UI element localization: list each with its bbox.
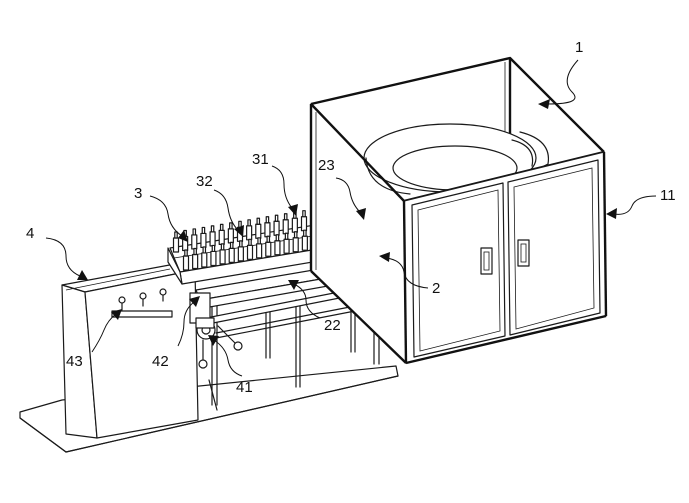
label-1-text: 1 bbox=[575, 39, 583, 56]
label-31: 31 bbox=[252, 151, 298, 216]
label-3-text: 3 bbox=[134, 185, 142, 202]
label-4-text: 4 bbox=[26, 225, 34, 242]
label-31-text: 31 bbox=[252, 151, 269, 168]
vial-icon bbox=[172, 231, 180, 253]
label-41: 41 bbox=[208, 335, 253, 396]
enclosure-cabinet bbox=[309, 56, 608, 365]
vial-icon bbox=[210, 244, 217, 267]
collection-box bbox=[61, 263, 199, 439]
label-32: 32 bbox=[196, 173, 244, 237]
label-23: 23 bbox=[318, 157, 366, 220]
vial-icon bbox=[237, 240, 244, 262]
vial-icon bbox=[209, 225, 216, 247]
label-41-text: 41 bbox=[236, 379, 253, 396]
vial-icon bbox=[227, 222, 234, 244]
label-3: 3 bbox=[134, 185, 188, 242]
vial-icon bbox=[219, 243, 226, 265]
vial-icon bbox=[282, 213, 289, 235]
vial-icon bbox=[301, 229, 308, 251]
vial-icon bbox=[274, 234, 281, 256]
vial-icon bbox=[182, 249, 190, 271]
vial-icon bbox=[218, 223, 225, 245]
vial-icon bbox=[192, 247, 199, 270]
label-32-text: 32 bbox=[196, 173, 213, 190]
label-43-text: 43 bbox=[66, 353, 83, 370]
vial-icon bbox=[283, 232, 290, 254]
vial-icon bbox=[191, 228, 198, 250]
vial-icon bbox=[273, 214, 280, 236]
vial-icon bbox=[201, 246, 208, 268]
label-43: 43 bbox=[66, 309, 122, 370]
vial-icon bbox=[228, 241, 235, 263]
vial-icon bbox=[300, 210, 308, 232]
label-2-text: 2 bbox=[432, 280, 440, 297]
vial-icon bbox=[246, 238, 254, 260]
label-42-text: 42 bbox=[152, 353, 169, 370]
label-23-text: 23 bbox=[318, 157, 335, 174]
label-1: 1 bbox=[538, 39, 583, 109]
label-11: 11 bbox=[606, 187, 676, 219]
label-2: 2 bbox=[379, 252, 440, 297]
label-22: 22 bbox=[288, 280, 341, 334]
label-42: 42 bbox=[152, 296, 200, 370]
vial-icon bbox=[264, 216, 271, 238]
vial-icon bbox=[291, 211, 298, 233]
vial-icon bbox=[265, 235, 272, 257]
vial-icon bbox=[292, 231, 299, 253]
label-11-text: 11 bbox=[660, 187, 676, 204]
vial-icon bbox=[246, 219, 253, 241]
vial-icon bbox=[200, 226, 207, 249]
vial-icon bbox=[256, 237, 263, 259]
vial-icon bbox=[255, 217, 262, 239]
label-4: 4 bbox=[26, 225, 88, 280]
label-22-text: 22 bbox=[324, 317, 341, 334]
